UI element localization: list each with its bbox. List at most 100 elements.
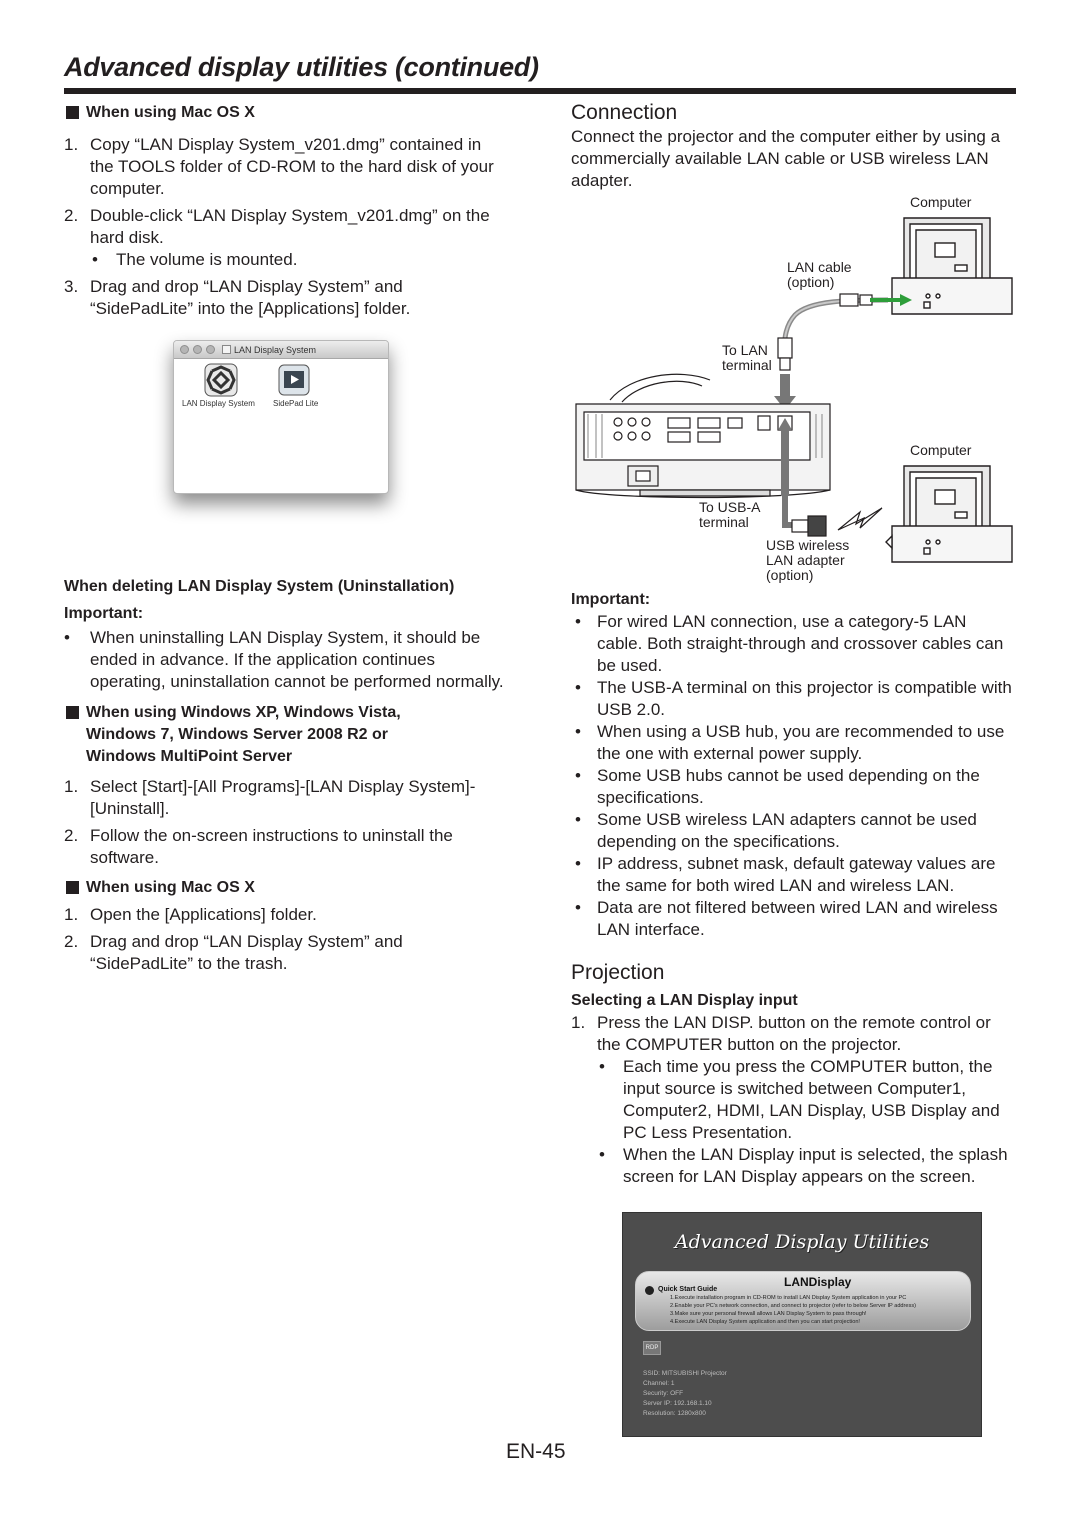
connection-title: Connection — [571, 101, 678, 124]
mac-finder-window: LAN Display System LAN Display System Si… — [173, 340, 389, 494]
diagram-label: USB wireless — [766, 537, 850, 553]
bullet-icon: • — [599, 1057, 605, 1076]
windows-steps: 1. Select [Start]-[All Programs]-[LAN Di… — [64, 776, 508, 869]
mac-install-steps: 1. Copy “LAN Display System_v201.dmg” co… — [64, 134, 508, 320]
bullet-icon: • — [575, 766, 581, 785]
square-bullet-icon — [66, 881, 79, 894]
list-item: •Some USB hubs cannot be used depending … — [571, 765, 1016, 809]
bullet-icon: • — [575, 898, 581, 917]
uninstall-heading: When deleting LAN Display System (Uninst… — [64, 578, 455, 595]
lan-cable-icon — [777, 293, 912, 371]
info-icon — [645, 1286, 654, 1295]
list-item: 1. Press the LAN DISP. button on the rem… — [571, 1013, 991, 1054]
projection-steps: 1. Press the LAN DISP. button on the rem… — [571, 1012, 1016, 1188]
important-section: Important: •For wired LAN connection, us… — [571, 589, 1016, 941]
quick-start-step: 3.Make sure your personal firewall allow… — [670, 1311, 867, 1317]
quick-start-step: 2.Enable your PC's network connection, a… — [670, 1303, 916, 1309]
square-bullet-icon — [66, 706, 79, 719]
network-info: Security: OFF — [643, 1390, 684, 1397]
projection-section: Projection Selecting a LAN Display input… — [571, 962, 1016, 1193]
diagram-label: (option) — [766, 567, 814, 583]
splash-title: Advanced Display Utilities — [674, 1231, 930, 1253]
list-item: •Some USB wireless LAN adapters cannot b… — [571, 809, 1016, 853]
diagram-label: To USB-A — [699, 499, 761, 515]
list-item: •For wired LAN connection, use a categor… — [571, 611, 1016, 677]
lan-display-app-icon[interactable] — [204, 363, 238, 397]
list-item: • Each time you press the COMPUTER butto… — [599, 1057, 1000, 1142]
left-column: When using Mac OS X 1. Copy “LAN Display… — [64, 102, 508, 973]
disk-icon — [222, 345, 231, 354]
network-info: Server IP: 192.168.1.10 — [643, 1400, 712, 1407]
window-titlebar: LAN Display System — [174, 341, 388, 359]
network-info: Resolution: 1280x800 — [643, 1410, 706, 1417]
diagram-label: LAN adapter — [766, 552, 845, 568]
quick-start-step: 4.Execute LAN Display System application… — [670, 1319, 860, 1325]
list-item: 2. Follow the on-screen instructions to … — [64, 826, 453, 867]
computer-icon — [891, 217, 1013, 315]
bullet-icon: • — [599, 1145, 605, 1164]
diagram-label: terminal — [699, 514, 749, 530]
list-item: 3. Drag and drop “LAN Display System” an… — [64, 277, 411, 318]
rdp-icon: RDP — [643, 1341, 661, 1355]
lan-display-logo: LANDisplay — [784, 1275, 852, 1289]
bullet-icon: • — [575, 722, 581, 741]
projection-subheading: Selecting a LAN Display input — [571, 992, 798, 1009]
app-label: SidePad Lite — [273, 399, 319, 408]
list-item: 2. Drag and drop “LAN Display System” an… — [64, 932, 403, 973]
arrow-down-icon — [774, 374, 796, 410]
projector-icon — [575, 373, 831, 499]
mac-install-heading: When using Mac OS X — [64, 102, 508, 124]
diagram-label: To LAN — [722, 342, 768, 358]
bullet-icon: • — [92, 250, 98, 269]
list-item: •IP address, subnet mask, default gatewa… — [571, 853, 1016, 897]
usb-adapter-icon — [791, 515, 827, 537]
header-rule — [64, 88, 1016, 94]
diagram-label: Computer — [910, 442, 972, 458]
projection-title: Projection — [571, 961, 665, 984]
list-item: •When using a USB hub, you are recommend… — [571, 721, 1016, 765]
diagram-label: terminal — [722, 357, 772, 373]
computer-icon — [885, 465, 1013, 563]
important-list: •For wired LAN connection, use a categor… — [571, 611, 1016, 941]
arrow-up-icon — [778, 418, 792, 528]
uninstall-section: When deleting LAN Display System (Uninst… — [64, 576, 508, 980]
connection-intro: Connect the projector and the computer e… — [571, 127, 1001, 190]
mac-uninstall-heading: When using Mac OS X — [64, 877, 508, 899]
lan-display-splash-screen: Advanced Display Utilities LANDisplay Qu… — [622, 1212, 982, 1437]
right-column: Connection Connect the projector and the… — [571, 102, 1016, 192]
mac-uninstall-steps: 1. Open the [Applications] folder. 2. Dr… — [64, 904, 508, 975]
sidepadlite-app-icon[interactable] — [277, 363, 311, 397]
list-item: •The USB-A terminal on this projector is… — [571, 677, 1016, 721]
app-label: LAN Display System — [182, 399, 255, 408]
list-item: • When the LAN Display input is selected… — [599, 1145, 1008, 1186]
bullet-icon: • — [64, 628, 70, 647]
close-icon[interactable] — [180, 345, 189, 354]
quick-start-panel: LANDisplay Quick Start Guide 1.Execute i… — [635, 1271, 971, 1331]
minimize-icon[interactable] — [193, 345, 202, 354]
bullet-icon: • — [575, 854, 581, 873]
list-item: •Data are not filtered between wired LAN… — [571, 897, 1016, 941]
list-item: 2. Double-click “LAN Display System_v201… — [64, 206, 490, 247]
bullet-icon: • — [575, 810, 581, 829]
list-item: • The volume is mounted. — [92, 250, 298, 269]
list-item: 1. Select [Start]-[All Programs]-[LAN Di… — [64, 777, 476, 818]
diagram-label: Computer — [910, 194, 972, 210]
list-item: 1. Open the [Applications] folder. — [64, 905, 317, 924]
wireless-signal-icon — [837, 507, 883, 531]
windows-heading: When using Windows XP, Windows Vista, Wi… — [64, 702, 508, 768]
important-label: Important: — [571, 591, 651, 608]
network-info: Channel: 1 — [643, 1380, 675, 1387]
list-item: • When uninstalling LAN Display System, … — [64, 628, 504, 691]
diagram-label: (option) — [787, 274, 835, 290]
page-number: EN-45 — [506, 1440, 566, 1463]
square-bullet-icon — [66, 106, 79, 119]
quick-start-label: Quick Start Guide — [658, 1286, 718, 1293]
bullet-icon: • — [575, 612, 581, 631]
connection-diagram — [575, 217, 1013, 563]
important-label: Important: — [64, 605, 144, 622]
list-item: 1. Copy “LAN Display System_v201.dmg” co… — [64, 135, 494, 198]
zoom-icon[interactable] — [206, 345, 215, 354]
network-info: SSID: MITSUBISHI Projector — [643, 1370, 727, 1377]
window-title: LAN Display System — [234, 345, 317, 355]
